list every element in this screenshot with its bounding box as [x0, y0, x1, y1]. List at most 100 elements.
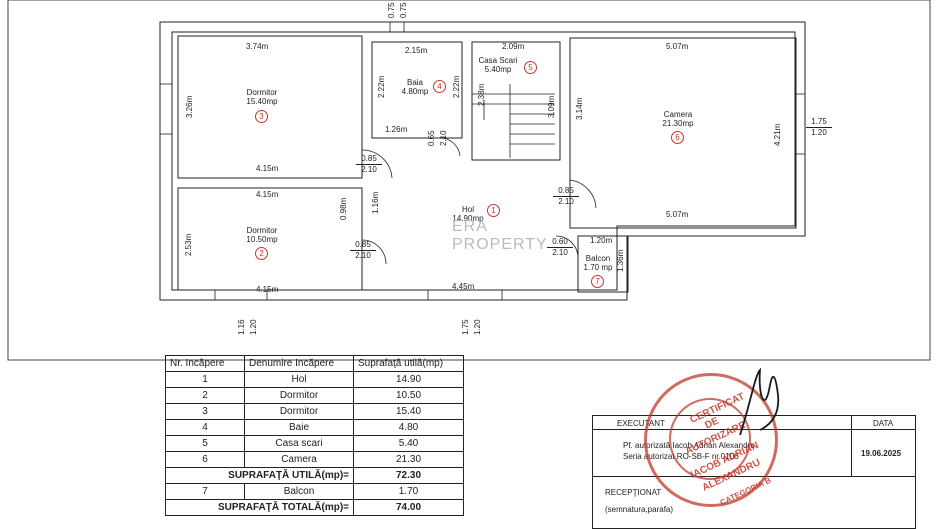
room-area: 15.40mp	[246, 97, 278, 106]
table-row: 4 Baie 4.80	[165, 419, 464, 436]
dim-hol-bottom: 4.45m	[452, 282, 475, 291]
window-dorm2	[214, 289, 268, 301]
door-height: 2.10	[361, 165, 377, 174]
room-name: Balcon	[585, 254, 611, 263]
row-name: Camera	[244, 451, 354, 468]
util-label: SUPRAFAŢĂ UTILĂ(mp)=	[165, 467, 354, 484]
stamp-outer-ring	[644, 373, 778, 507]
row-name: Casa scari	[244, 435, 354, 452]
door-width: 0.85	[350, 240, 376, 251]
door-arc-dorm3	[361, 149, 393, 179]
row-number: 6	[165, 451, 245, 468]
dim-camera-left: 3.14m	[575, 97, 584, 120]
door-height: 2.10	[558, 197, 574, 206]
dim-dorm2-bottom: 4.15m	[256, 285, 279, 294]
area-table: Nr. Incăpere Denumire Incăpere Suprafaţă…	[165, 355, 464, 516]
door-arc-baie	[439, 137, 461, 157]
door-width: 0.85	[553, 186, 579, 197]
room-name: Dormitor	[246, 88, 278, 97]
window-dorm2-height: 1.20	[249, 319, 258, 335]
total-value: 74.00	[353, 499, 464, 516]
room-area: 21.30mp	[662, 119, 694, 128]
wall-balcon	[577, 235, 629, 293]
row-area: 15.40	[353, 403, 464, 420]
row-name: Baie	[244, 419, 354, 436]
row-name: Balcon	[244, 483, 354, 500]
table-row: 6 Camera 21.30	[165, 451, 464, 468]
door-dorm3-dims: 0.85 2.10	[356, 154, 382, 175]
room-name: Baia	[406, 78, 423, 87]
table-row: 3 Dormitor 15.40	[165, 403, 464, 420]
door-baie-height: 2.10	[439, 130, 448, 146]
dim-camera-bottom: 5.07m	[666, 210, 689, 219]
dim-baie-bottom: 1.26m	[385, 125, 408, 134]
window-hol-width: 1.75	[461, 319, 470, 335]
wall-dormitor2	[177, 187, 363, 291]
window-dorm3	[159, 83, 173, 135]
wall-casa-scari	[471, 41, 561, 161]
window-hol	[427, 289, 503, 301]
dim-scari-left: 2.38m	[477, 83, 486, 106]
signature-scribble	[739, 367, 780, 436]
room-name: Camera	[663, 110, 693, 119]
executant-date: 19.06.2025	[861, 449, 902, 458]
dim-baie-top: 2.15m	[405, 46, 428, 55]
room-area: 10.50mp	[246, 235, 278, 244]
table-row: 5 Casa scari 5.40	[165, 435, 464, 452]
stairs	[472, 84, 555, 158]
dim-dorm2-top: 4.15m	[256, 190, 279, 199]
dim-scari-top: 2.09m	[502, 42, 525, 51]
room-number-5: 5	[524, 61, 537, 74]
room-label-camera: Camera 21.30mp	[650, 110, 706, 128]
dim-dorm3-top: 3.74m	[246, 42, 269, 51]
window-dorm2-width: 1.16	[237, 319, 246, 335]
executant-header: EXECUTANT	[617, 419, 665, 428]
row-name: Hol	[244, 371, 354, 388]
total-label: SUPRAFAŢĂ TOTALĂ(mp)=	[165, 499, 354, 516]
row-number: 1	[165, 371, 245, 388]
table-row-util: SUPRAFAŢĂ UTILĂ(mp)= 72.30	[165, 467, 464, 484]
window-camera-dims: 1.75 1.20	[806, 117, 832, 138]
window-camera	[794, 93, 806, 155]
row-name: Dormitor	[244, 387, 354, 404]
room-number-6: 6	[671, 131, 684, 144]
receptionat-label: RECEPŢIONAT	[605, 488, 662, 497]
stamp-inner-ring	[669, 398, 751, 480]
door-arc-camera	[569, 179, 597, 209]
table-row-total: SUPRAFAŢĂ TOTALĂ(mp)= 74.00	[165, 499, 464, 516]
signature-label: (semnatura,parafa)	[605, 505, 674, 514]
table-header: Suprafaţă utilă(mp)	[353, 355, 464, 372]
row-number: 5	[165, 435, 245, 452]
room-label-casa-scari: Casa Scari 5.40mp	[470, 56, 526, 74]
room-name: Casa Scari	[478, 56, 518, 65]
row-number: 2	[165, 387, 245, 404]
room-area: 14.90mp	[452, 214, 484, 223]
row-area: 1.70	[353, 483, 464, 500]
dim-dorm3-bottom: 4.15m	[256, 164, 279, 173]
row-area: 10.50	[353, 387, 464, 404]
window-top	[389, 21, 405, 33]
room-label-dormitor3: Dormitor 15.40mp	[212, 88, 312, 106]
watermark-line2: PROPERTY	[452, 236, 548, 253]
table-row: 2 Dormitor 10.50	[165, 387, 464, 404]
door-dorm2-dims: 0.85 2.10	[350, 240, 376, 261]
door-width: 0.60	[547, 237, 573, 248]
row-area: 14.90	[353, 371, 464, 388]
window-top-height: 0.75	[399, 2, 408, 18]
row-name: Dormitor	[244, 403, 354, 420]
table-header: Nr. Incăpere	[165, 355, 245, 372]
door-balcon-dims: 0.60 2.10	[547, 237, 573, 258]
table-row: 1 Hol 14.90	[165, 371, 464, 388]
door-height: 2.10	[355, 251, 371, 260]
window-hol-height: 1.20	[473, 319, 482, 335]
watermark-line1: ERA	[452, 218, 488, 235]
room-name: Hol	[461, 205, 474, 214]
dim-dorm2-right: 0.98m	[339, 197, 348, 220]
row-area: 5.40	[353, 435, 464, 452]
room-number-4: 4	[433, 80, 446, 93]
table-row: 7 Balcon 1.70	[165, 483, 464, 500]
room-number-2: 2	[255, 247, 268, 260]
row-number: 4	[165, 419, 245, 436]
room-label-dormitor2: Dormitor 10.50mp	[212, 226, 312, 244]
